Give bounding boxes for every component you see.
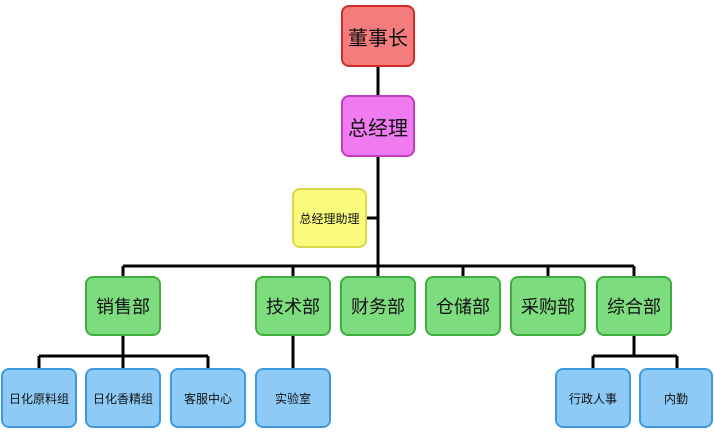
- node-tech: 技术部: [255, 276, 331, 336]
- node-general-manager: 总经理: [341, 95, 415, 157]
- node-sales: 销售部: [85, 276, 161, 336]
- node-daily-fragrance-group: 日化香精组: [85, 368, 161, 428]
- node-daily-raw-material-group: 日化原料组: [1, 368, 77, 428]
- node-logistics: 内勤: [639, 368, 713, 428]
- node-chairman: 董事长: [341, 5, 415, 67]
- node-finance: 财务部: [340, 276, 416, 336]
- node-warehouse: 仓储部: [425, 276, 501, 336]
- node-purchasing: 采购部: [510, 276, 586, 336]
- node-general-affairs: 综合部: [596, 276, 672, 336]
- node-gm-assistant: 总经理助理: [292, 188, 367, 248]
- node-admin-hr: 行政人事: [555, 368, 631, 428]
- node-customer-service-center: 客服中心: [170, 368, 246, 428]
- node-laboratory: 实验室: [255, 368, 331, 428]
